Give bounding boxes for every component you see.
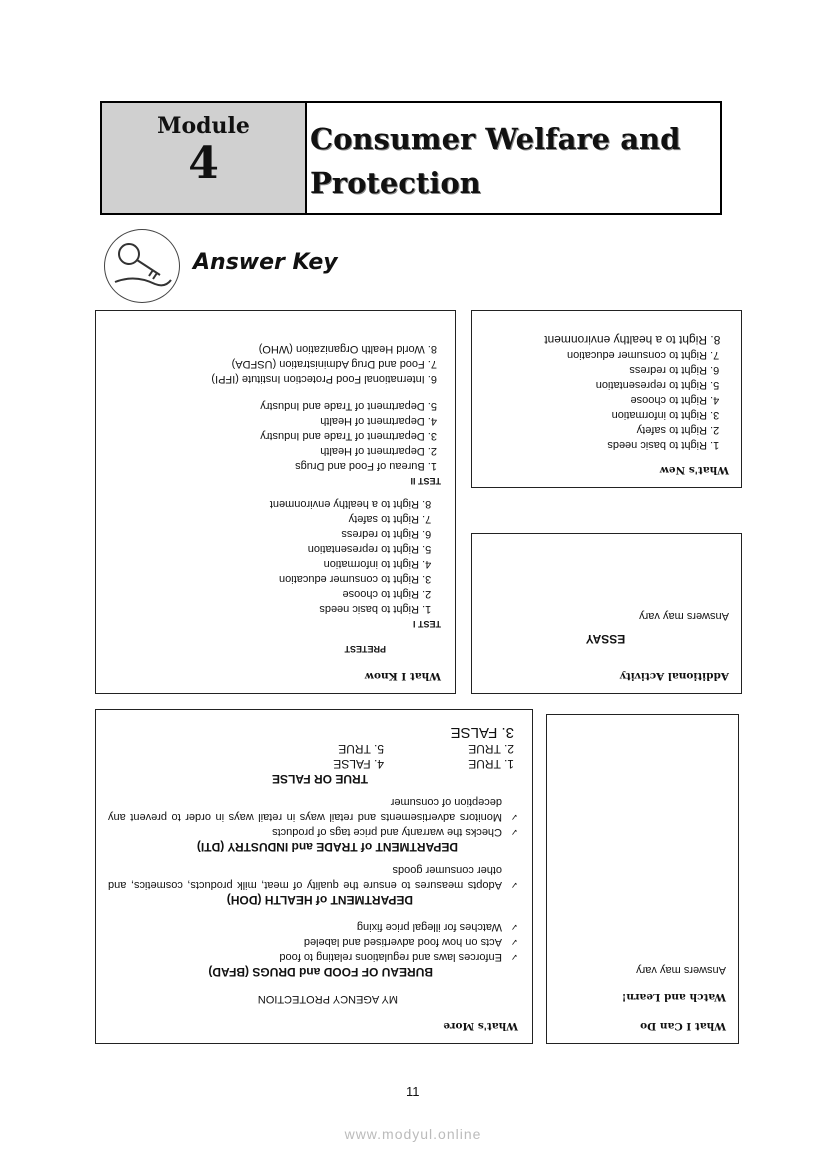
whats-more-box: What's More MY AGENCY PROTECTION BUREAU … — [95, 709, 533, 1044]
list-item: 8. World Health Organization (WHO) — [258, 343, 437, 355]
list-item: 4. Department of Health — [320, 415, 437, 427]
answer-text: Answers may vary — [636, 964, 726, 976]
module-header: Module 4 Consumer Welfare and Protection — [100, 101, 722, 215]
list-item: Right to basic needs — [482, 437, 707, 452]
list-item: Right to choose — [108, 586, 419, 601]
bfad-heading: BUREAU OF FOOD and DRUGS (BFAD) — [208, 965, 433, 979]
checklist-item: Enforces laws and regulations relating t… — [108, 949, 518, 964]
list-item: Right to information — [108, 556, 419, 571]
module-badge: Module 4 — [102, 103, 307, 213]
list-item: Right to consumer education — [108, 571, 419, 586]
list-item: Right to consumer education — [482, 347, 707, 362]
agency-heading: MY AGENCY PROTECTION — [257, 993, 398, 1005]
key-hand-icon — [104, 229, 180, 303]
answer-item: 4. FALSE — [333, 757, 384, 771]
dti-heading: DEPARTMENT of TRADE and INDUSTRY (DTI) — [196, 840, 458, 854]
checklist-item: Adopts measures to ensure the quality of… — [108, 862, 518, 892]
list-item: Right to safety — [108, 511, 419, 526]
list-item: 5. Department of Trade and Industry — [260, 400, 437, 412]
subtitle: Watch and Learn! — [621, 991, 726, 1003]
watermark: www.modyul.online — [344, 1126, 482, 1142]
list-item: 6. International Food Protection Institu… — [211, 373, 437, 385]
answer-text: Answers may vary — [639, 610, 729, 622]
list-item: Right to representation — [482, 377, 707, 392]
what-i-can-do-box: What I Can Do Watch and Learn! Answers m… — [546, 714, 739, 1044]
list-item: 1. Bureau of Food and Drugs — [295, 460, 437, 472]
list-item: Right to a healthy environment — [482, 332, 707, 347]
whats-new-list: Right to basic needs Right to safety Rig… — [482, 332, 729, 452]
list-item: 3. Department of Trade and Industry — [260, 430, 437, 442]
additional-activity-box: Additional Activity ESSAY Answers may va… — [471, 533, 742, 694]
pretest-label: PRETEST — [344, 644, 386, 654]
test1-label: TEST I — [412, 619, 441, 629]
section-title: Additional Activity — [619, 670, 729, 682]
answer-key-heading: Answer Key — [193, 250, 338, 275]
checklist-item: Watches for illegal price fixing — [108, 919, 518, 934]
list-item: 7. Food and Drug Administration (USFDA) — [231, 358, 437, 370]
list-item: Right to redress — [482, 362, 707, 377]
list-item: Right to a healthy environment — [108, 496, 419, 511]
test2-label: TEST II — [410, 476, 441, 486]
what-i-know-box: What I Know PRETEST TEST I Right to basi… — [95, 310, 456, 694]
essay-label: ESSAY — [585, 632, 626, 646]
list-item: Right to basic needs — [108, 601, 419, 616]
whats-new-box: What's New Right to basic needs Right to… — [471, 310, 742, 488]
answer-item: 2. TRUE — [468, 742, 514, 756]
page-number: 11 — [406, 1084, 420, 1099]
list-item: Right to redress — [108, 526, 419, 541]
section-title: What I Can Do — [640, 1020, 726, 1032]
checklist-item: Monitors advertisements and retail ways … — [108, 794, 518, 824]
list-item: Right to choose — [482, 392, 707, 407]
section-title: What's More — [443, 1020, 518, 1032]
list-item: Right to representation — [108, 541, 419, 556]
test1-list: Right to basic needs Right to choose Rig… — [108, 496, 441, 616]
doh-heading: DEPARTMENT of HEALTH (DOH) — [226, 893, 413, 907]
true-false-heading: TRUE OR FALSE — [271, 772, 368, 786]
checklist-item: Checks the warranty and price tags of pr… — [108, 824, 518, 839]
module-title: Consumer Welfare and Protection — [307, 103, 680, 213]
title-line-2: Protection — [310, 166, 481, 200]
checklist-item: Acts on how food advertised and labeled — [108, 934, 518, 949]
section-title: What I Know — [364, 670, 441, 682]
module-label: Module — [157, 113, 250, 139]
list-item: 2. Department of Health — [320, 445, 437, 457]
title-line-1: Consumer Welfare and — [310, 122, 681, 156]
answer-item: 1. TRUE — [468, 757, 514, 771]
section-title: What's New — [659, 464, 729, 476]
answer-item: 5. TRUE — [338, 742, 384, 756]
list-item: Right to safety — [482, 422, 707, 437]
answer-item: 3. FALSE — [450, 724, 514, 741]
list-item: Right to information — [482, 407, 707, 422]
module-number: 4 — [188, 138, 219, 189]
